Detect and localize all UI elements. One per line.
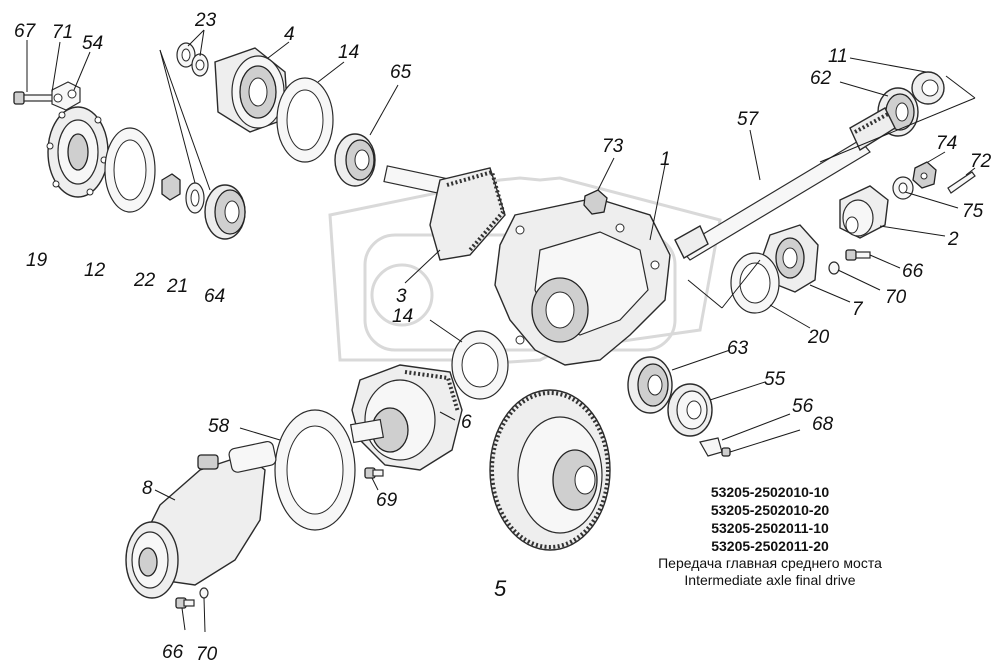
callout-1: 1 [660, 149, 671, 170]
callout-73: 73 [602, 136, 624, 157]
callout-70-upper: 70 [885, 287, 907, 308]
bearing-64 [204, 184, 246, 240]
bearing-housing-4 [214, 47, 289, 133]
cotter-pin-72 [947, 171, 976, 194]
callout-14-upper: 14 [338, 42, 359, 63]
bearing-cover-19 [46, 106, 109, 198]
callout-22: 22 [133, 270, 156, 291]
callout-21: 21 [166, 276, 188, 297]
washer-70-upper [828, 261, 840, 275]
callout-2: 2 [947, 229, 959, 250]
lock-plate-54 [51, 81, 81, 111]
callout-12: 12 [84, 260, 106, 281]
bearing-63 [627, 356, 673, 414]
differential-carrier-6 [349, 364, 463, 471]
part-code-4: 53205-2502011-20 [711, 538, 829, 554]
callout-54: 54 [82, 33, 103, 54]
callout-71: 71 [52, 22, 73, 43]
callout-4: 4 [284, 24, 295, 45]
bolt-68 [721, 447, 731, 457]
bearing-65 [334, 133, 376, 187]
drive-pinion-3 [383, 165, 506, 261]
bolt-69 [364, 467, 384, 479]
washer-75 [892, 176, 914, 200]
part-code-3: 53205-2502011-10 [711, 520, 829, 536]
callout-20: 20 [807, 327, 830, 348]
washer-70-lower [199, 587, 209, 599]
callout-67: 67 [14, 21, 37, 42]
callout-19: 19 [26, 250, 48, 271]
callout-69: 69 [376, 490, 398, 511]
callout-66-lower: 66 [162, 642, 184, 663]
seal-11 [911, 71, 945, 105]
callout-7: 7 [852, 299, 864, 320]
lock-plate-56 [699, 437, 723, 457]
bolt-66-upper [845, 249, 871, 261]
ring-gear-5 [489, 389, 611, 551]
gasket-58 [274, 409, 356, 531]
rings-23 [176, 42, 209, 77]
interaxle-differential-8 [125, 440, 277, 599]
callout-62: 62 [810, 68, 832, 89]
callout-8: 8 [142, 478, 153, 499]
part-code-1: 53205-2502010-10 [710, 484, 830, 500]
leader-lines [26, 29, 976, 633]
nut-22 [161, 173, 181, 201]
callout-72: 72 [970, 151, 992, 172]
through-shaft-57 [674, 107, 896, 261]
bolt-67 [13, 91, 59, 105]
callout-3: 3 [396, 286, 407, 307]
caption-title-ru: Передача главная среднего моста [658, 555, 882, 571]
callout-75: 75 [962, 201, 984, 222]
washer-21 [185, 182, 205, 214]
gasket-12 [104, 127, 156, 213]
callout-labels: 67 71 54 23 4 14 65 11 62 57 73 1 74 72 … [14, 10, 992, 665]
nut-74 [912, 161, 937, 189]
callout-56: 56 [792, 396, 814, 417]
callout-57: 57 [737, 109, 760, 130]
callout-14-lower: 14 [392, 306, 413, 327]
final-drive-housing-1 [494, 197, 671, 366]
flange-2 [839, 185, 889, 239]
shim-14-lower [451, 330, 509, 400]
callout-65: 65 [390, 62, 412, 83]
callout-55: 55 [764, 369, 786, 390]
drawing-caption: 53205-2502010-10 53205-2502010-20 53205-… [620, 483, 920, 589]
gasket-20 [730, 252, 780, 314]
callout-58: 58 [208, 416, 230, 437]
callout-23: 23 [194, 10, 217, 31]
caption-title-en: Intermediate axle final drive [684, 572, 856, 588]
part-code-2: 53205-2502010-20 [710, 502, 830, 518]
thrust-ring-55 [667, 383, 713, 437]
callout-64: 64 [204, 286, 225, 307]
callout-11: 11 [828, 46, 848, 67]
callout-68: 68 [812, 414, 834, 435]
callout-74: 74 [936, 133, 957, 154]
callout-66-upper: 66 [902, 261, 924, 282]
callout-5: 5 [494, 576, 507, 601]
bolt-66-lower [175, 597, 195, 609]
callout-70-lower: 70 [196, 644, 218, 665]
shim-14-upper [276, 77, 334, 163]
callout-6: 6 [461, 412, 472, 433]
callout-63: 63 [727, 338, 749, 359]
